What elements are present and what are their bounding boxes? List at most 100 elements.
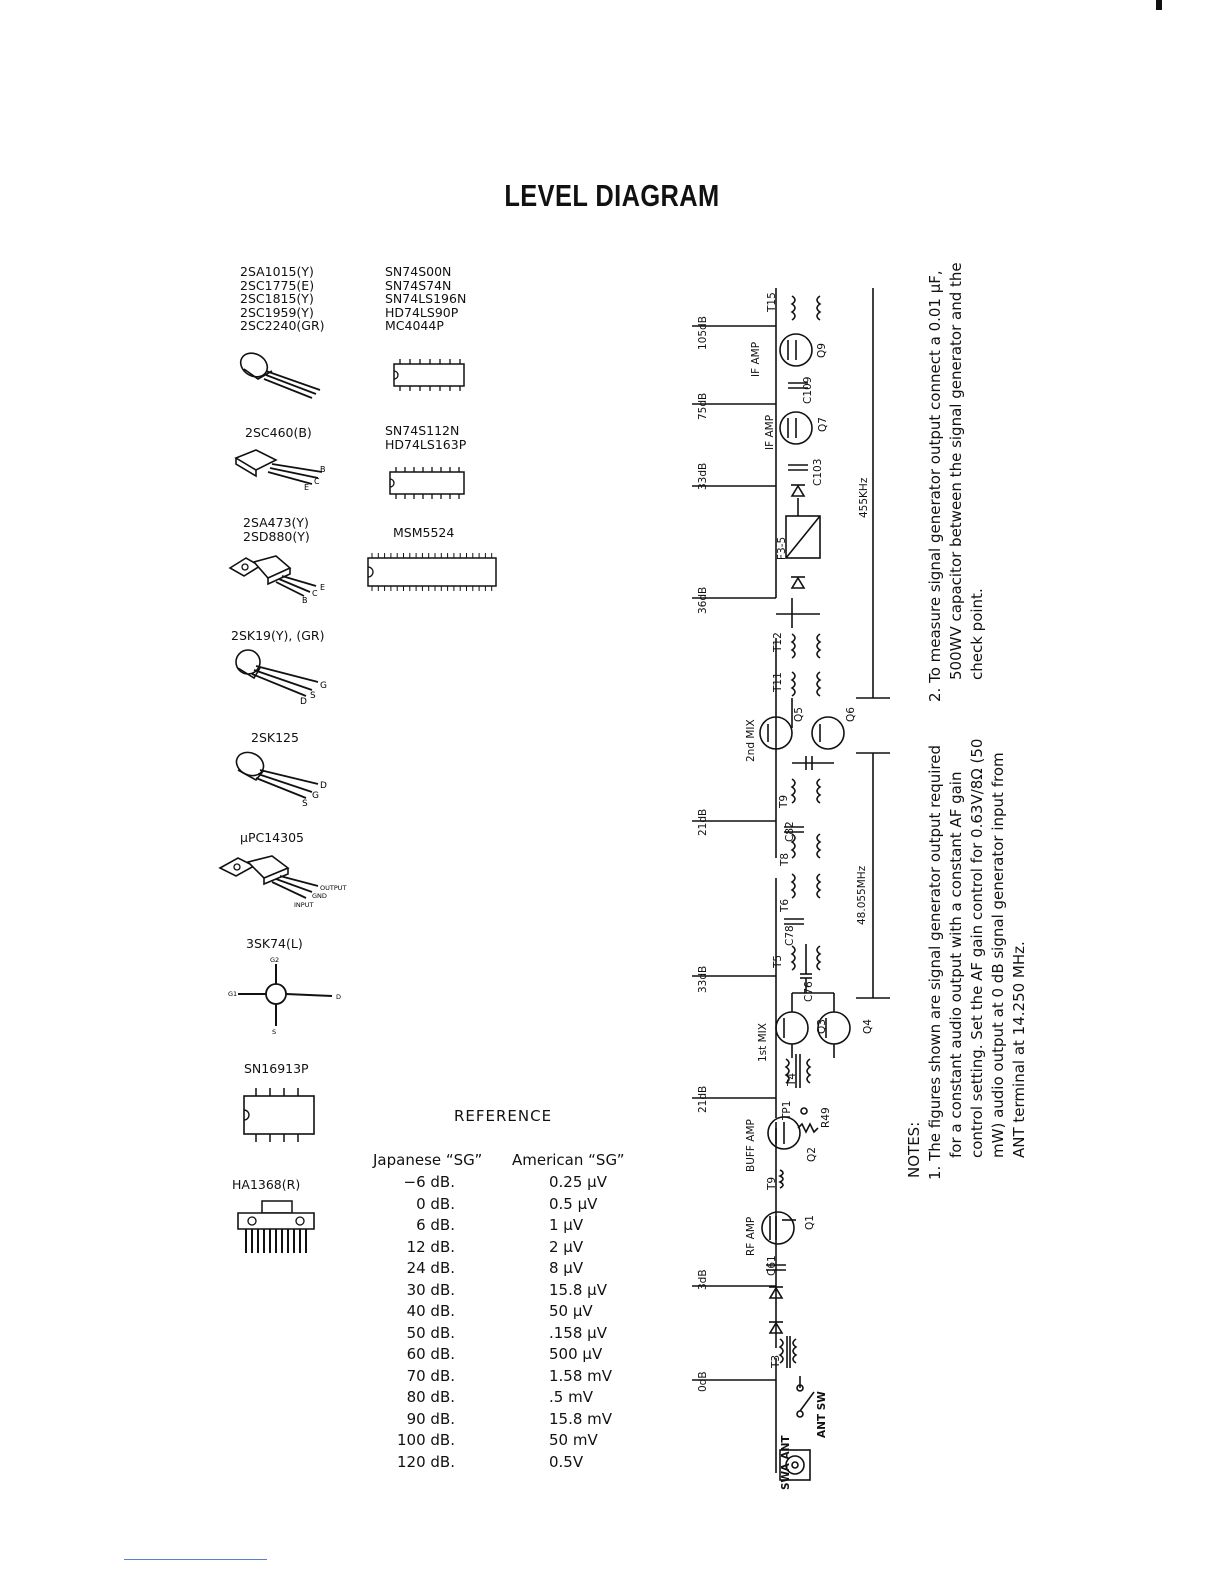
part-group-3: 2SA473(Y) 2SD880(Y): [243, 516, 310, 543]
part-label: HD74LS163P: [385, 436, 467, 452]
pin-c: C: [314, 477, 320, 486]
reference-us-value: 0.5 μV: [549, 1194, 598, 1213]
reference-jp-value: 80 dB.: [406, 1388, 455, 1406]
reference-us-value: 0.25 μV: [549, 1173, 607, 1191]
part-ref: T11: [772, 672, 784, 692]
part-ref: Q3: [816, 1019, 828, 1034]
part-label: 2SC2240(GR): [240, 318, 325, 333]
level-label: 105dB: [697, 316, 709, 350]
part-ref: Q7: [817, 417, 829, 432]
part-group-8: SN16913P: [244, 1062, 309, 1076]
level-label: 21dB: [697, 808, 709, 836]
part-ref: Q5: [793, 707, 805, 722]
level-label: 3dB: [697, 1269, 709, 1290]
part-label: SN16913P: [244, 1061, 309, 1076]
reference-jp-value: 12 dB.: [406, 1237, 455, 1256]
level-label: 36dB: [697, 586, 709, 614]
part-label: MSM5524: [393, 525, 455, 540]
part-label: 2SD880(Y): [243, 528, 310, 544]
fet-transistor-icon: G S D: [235, 649, 327, 706]
reference-col1-header: Japanese “SG”: [373, 1151, 483, 1169]
pin-g2: G2: [270, 956, 279, 964]
part-group-2: 2SC460(B): [245, 426, 312, 440]
reference-jp-value: 90 dB.: [406, 1409, 455, 1428]
pin-s: S: [310, 691, 316, 701]
part-ref: C76: [803, 981, 815, 1002]
note-line: check point.: [968, 588, 986, 680]
pin-b: B: [320, 465, 326, 474]
pin-c: C: [312, 589, 318, 598]
frequency-label: 455KHz: [858, 477, 870, 518]
part-label: SN74S112N: [385, 423, 460, 438]
part-ref: C61: [766, 1255, 778, 1276]
stage-label: 1st MIX: [757, 1023, 769, 1062]
reference-us-value: 2 μV: [549, 1237, 584, 1256]
reference-jp-value: 60 dB.: [406, 1345, 455, 1363]
part-label: 2SK19(Y), (GR): [231, 628, 325, 643]
part-label: 2SA473(Y): [243, 515, 309, 530]
level-diagram-schematic: [692, 288, 890, 1481]
part-ref: Q4: [862, 1019, 874, 1034]
pin-d: D: [300, 697, 307, 706]
part-label: 2SC1959(Y): [240, 304, 314, 320]
part-ref: T5: [772, 954, 784, 968]
fet-transistor-icon: D G S: [235, 751, 327, 809]
part-group-5: 2SK125: [251, 731, 299, 745]
reference-us-value: .158 μV: [549, 1323, 607, 1342]
dip14-ic-icon: [393, 359, 465, 391]
pin-gnd: GND: [312, 892, 327, 900]
part-label: HD74LS90P: [385, 304, 459, 320]
note-line: 2. To measure signal generator output co…: [926, 270, 944, 702]
part-ref: C78: [784, 925, 796, 946]
reference-us-value: 15.8 μV: [549, 1280, 607, 1299]
reference-us-value: 0.5V: [549, 1452, 584, 1471]
dip8-ic-icon: [243, 1088, 315, 1142]
pin-b: B: [302, 596, 308, 605]
pin-output: OUTPUT: [320, 884, 347, 892]
page-edge-mark: [1156, 0, 1162, 10]
page-underline-mark: [124, 1559, 267, 1560]
pin-s: S: [272, 1028, 276, 1034]
reference-jp-value: 120 dB.: [397, 1452, 455, 1471]
part-ref: Q2: [806, 1147, 818, 1162]
note-1: 1. The figures shown are signal generato…: [925, 739, 1030, 1180]
note-line: control setting. Set the AF gain control…: [968, 738, 986, 1158]
part-group-1: 2SA1015(Y) 2SC1775(E) 2SC1815(Y) 2SC1959…: [240, 265, 325, 333]
part-ref: R49: [820, 1107, 832, 1128]
level-label: 21dB: [697, 1085, 709, 1113]
pin-e: E: [304, 483, 309, 492]
part-ref: Q6: [845, 707, 857, 722]
stage-label: BUFF AMP: [745, 1119, 757, 1172]
level-label: 0dB: [697, 1371, 709, 1392]
pin-d: D: [336, 993, 341, 1001]
dip40-ic-icon: [367, 553, 497, 591]
part-label: MC4044P: [385, 318, 444, 333]
pin-e: E: [320, 583, 325, 592]
ic-group-3: MSM5524: [393, 526, 454, 540]
part-ref: SWA ANT: [780, 1435, 792, 1490]
part-label: 2SC1815(Y): [240, 291, 314, 306]
pin-g: G: [312, 791, 319, 801]
reference-jp-value: 50 dB.: [406, 1323, 455, 1342]
note-line: 500WV capacitor between the signal gener…: [947, 262, 965, 680]
reference-us-value: .5 mV: [549, 1388, 593, 1406]
reference-jp-value: 100 dB.: [397, 1431, 455, 1449]
reference-us-value: 15.8 mV: [549, 1409, 613, 1428]
dip16-ic-icon: [389, 467, 465, 499]
pin-input: INPUT: [294, 901, 313, 909]
part-label: 2SC1775(E): [240, 277, 315, 293]
part-label: μPC14305: [240, 830, 304, 845]
stage-label: IF AMP: [750, 341, 762, 377]
part-ref: T9: [766, 1176, 778, 1190]
reference-jp-value: 6 dB.: [416, 1216, 455, 1234]
part-ref: TP1: [781, 1100, 793, 1120]
reference-us-value: 500 μV: [549, 1345, 603, 1363]
to92-transistor-icon: [239, 352, 321, 399]
reference-title: REFERENCE: [454, 1107, 553, 1125]
transistor-flat-icon: B C E: [234, 449, 326, 492]
note-line: mW) audio output at 0 dB signal generato…: [989, 752, 1007, 1158]
reference-jp-value: 30 dB.: [406, 1280, 455, 1299]
part-label: SN74LS196N: [385, 291, 467, 306]
dual-gate-mosfet-icon: G2 G1 D S: [228, 956, 341, 1034]
